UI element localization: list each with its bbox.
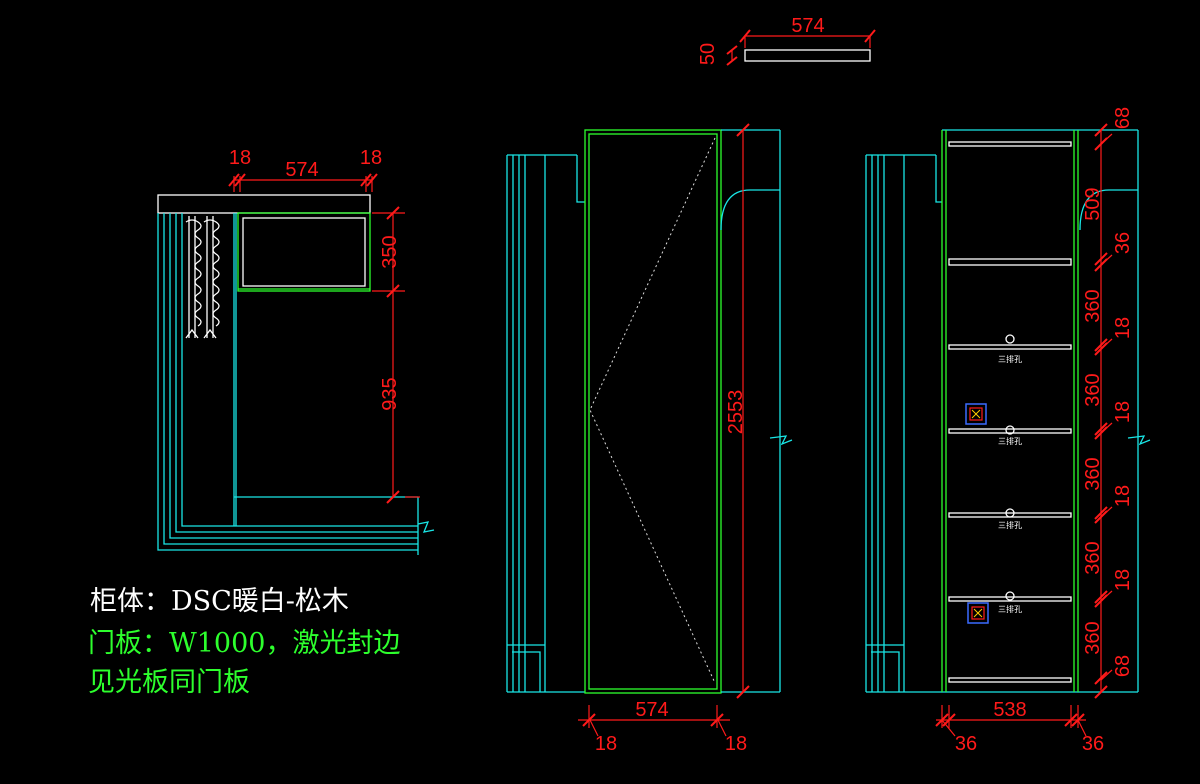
dim-right-bottom: 68	[1112, 655, 1134, 677]
dim-mid-height: 2553	[725, 390, 747, 435]
dim-right-s4: 360	[1082, 457, 1104, 490]
dim-left-width: 574	[285, 159, 318, 181]
shelf-elevation-view: 三排孔 三排孔 三排孔 三排孔	[865, 107, 1151, 755]
dim-left-lower-height: 935	[379, 377, 401, 410]
dim-right-width: 538	[993, 699, 1026, 721]
dim-left-upper-height: 350	[379, 235, 401, 268]
dim-right-top: 68	[1112, 107, 1134, 129]
dim-left-side-a: 18	[229, 147, 251, 169]
note-cabinet-material: 柜体：DSC暖白-松木	[90, 586, 349, 617]
dim-right-b5: 18	[1112, 569, 1134, 591]
dim-right-b4: 18	[1112, 485, 1134, 507]
fitting-symbol-icon	[967, 602, 989, 624]
dim-mid-side-b: 18	[725, 733, 747, 755]
note-visible-panel: 见光板同门板	[88, 667, 250, 698]
dim-right-b2: 18	[1112, 317, 1134, 339]
svg-text:三排孔: 三排孔	[998, 354, 1022, 364]
shelf-hole-marker: 三排孔	[998, 425, 1022, 446]
left-section-view: 18 574 18 350 935	[157, 147, 435, 555]
dim-mid-side-a: 18	[595, 733, 617, 755]
dim-top-panel-width: 574	[791, 15, 824, 37]
top-plank	[157, 194, 371, 214]
shelf-hole-marker: 三排孔	[998, 591, 1022, 614]
svg-text:三排孔: 三排孔	[998, 520, 1022, 530]
top-panel-view: 574 50	[697, 15, 876, 66]
dim-top-panel-thickness: 50	[697, 43, 719, 65]
dim-right-s5: 360	[1082, 541, 1104, 574]
shelf-hole-marker: 三排孔	[998, 334, 1022, 364]
shelf-hole-marker: 三排孔	[998, 508, 1022, 530]
dim-mid-width: 574	[635, 699, 668, 721]
svg-text:三排孔: 三排孔	[998, 604, 1022, 614]
hanger-rail-icon	[185, 216, 220, 339]
dim-right-s1: 509	[1082, 187, 1104, 220]
note-door-material: 门板：W1000，激光封边	[88, 628, 401, 659]
svg-text:三排孔: 三排孔	[998, 436, 1022, 446]
dim-right-side-a: 36	[955, 733, 977, 755]
dim-left-side-b: 18	[360, 147, 382, 169]
top-panel-rect	[744, 49, 871, 62]
dim-right-side-b: 36	[1082, 733, 1104, 755]
fitting-symbol-icon	[965, 403, 987, 425]
door-elevation-view: 2553 574 18 18	[506, 123, 793, 755]
dim-right-s3: 360	[1082, 373, 1104, 406]
dim-right-s2: 360	[1082, 289, 1104, 322]
dim-right-b3: 18	[1112, 401, 1134, 423]
dim-right-s6: 360	[1082, 621, 1104, 654]
dim-right-b1: 36	[1112, 232, 1134, 254]
